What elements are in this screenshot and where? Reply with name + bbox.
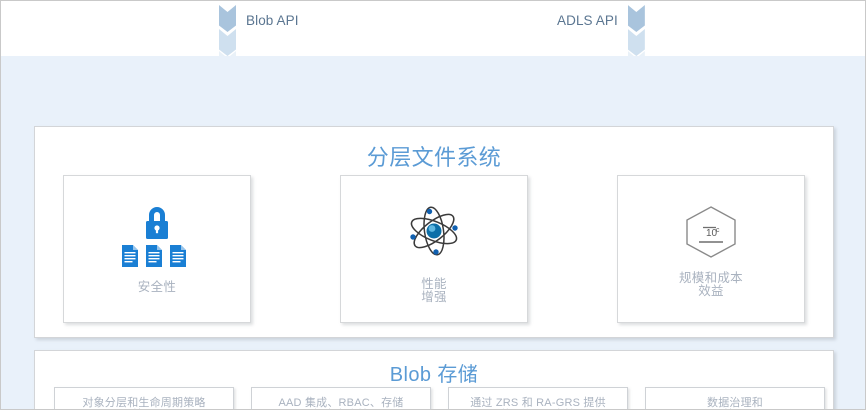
chevron-segment-1 [219, 5, 236, 32]
blob-storage-item-label: 通过 ZRS 和 RA-GRS 提供 的 HA/DR 支持 [470, 397, 606, 409]
lock-and-documents-icon [64, 194, 250, 268]
feature-card-label-performance: 性能 增强 [421, 277, 447, 304]
blob-storage-panel: Blob 存储 对象分层和生命周期策略 管理 AAD 集成、RBAC、存储 帐户… [34, 350, 834, 409]
api-label-adls: ADLS API [557, 13, 618, 28]
api-entry-adls: ADLS API [557, 1, 645, 71]
chevron-segment-2 [219, 29, 236, 56]
blob-storage-item-label: 对象分层和生命周期策略 管理 [82, 397, 206, 409]
feature-card-security[interactable]: 安全性 [63, 175, 251, 323]
feature-card-label-security: 安全性 [137, 280, 177, 294]
chevron-segment-2 [627, 29, 645, 56]
blob-storage-item-hadr[interactable]: 通过 ZRS 和 RA-GRS 提供 的 HA/DR 支持 [448, 387, 628, 409]
hierarchical-file-system-title: 分层文件系统 [366, 145, 502, 170]
api-entry-blob: Blob API [219, 1, 299, 71]
atom-icon [341, 194, 527, 268]
api-label-blob: Blob API [246, 13, 299, 28]
feature-card-label-scale-cost: 规模和成本 效益 [678, 271, 743, 298]
chevron-segment-1 [627, 5, 645, 32]
blob-storage-item-label: 数据治理和 管理 [707, 397, 763, 409]
svg-text:c: c [716, 227, 720, 234]
svg-text:10: 10 [706, 228, 718, 239]
blob-storage-title: Blob 存储 [389, 364, 479, 386]
blob-storage-item-governance[interactable]: 数据治理和 管理 [645, 387, 825, 409]
blob-storage-item-security[interactable]: AAD 集成、RBAC、存储 帐户安全性 [251, 387, 431, 409]
diagram-body: 分层文件系统 [1, 56, 865, 409]
down-arrow-banner-icon [219, 1, 236, 71]
api-strip: Blob API ADLS API [1, 1, 865, 71]
hexagon-scale-icon: 10 c [618, 194, 804, 268]
feature-card-performance[interactable]: 性能 增强 [340, 175, 528, 323]
blob-storage-item-label: AAD 集成、RBAC、存储 帐户安全性 [278, 397, 404, 409]
hierarchical-file-system-panel: 分层文件系统 [34, 126, 834, 338]
blob-storage-item-tiering[interactable]: 对象分层和生命周期策略 管理 [54, 387, 234, 409]
feature-card-scale-cost[interactable]: 10 c 规模和成本 效益 [617, 175, 805, 323]
down-arrow-banner-icon [627, 1, 645, 71]
